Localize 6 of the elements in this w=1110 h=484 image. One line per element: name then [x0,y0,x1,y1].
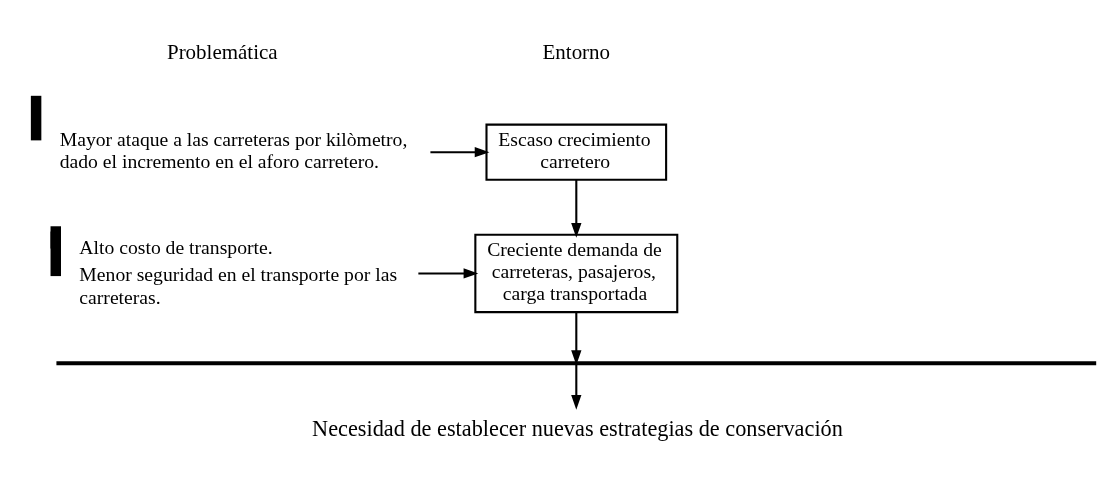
node-text: Necesidad de establecer nuevas estrategias de conservación [312,415,843,441]
label: Entorno [542,39,611,64]
node-label: Mayor ataque a las carreteras por kilòmetro, dado el incremento en el aforo carretero. [59,127,408,172]
node-label: Menor seguridad en el transporte por las carreteras. [79,263,398,308]
label: Problemática [166,39,278,64]
node-label: Alto costo de transporte. [79,235,273,258]
